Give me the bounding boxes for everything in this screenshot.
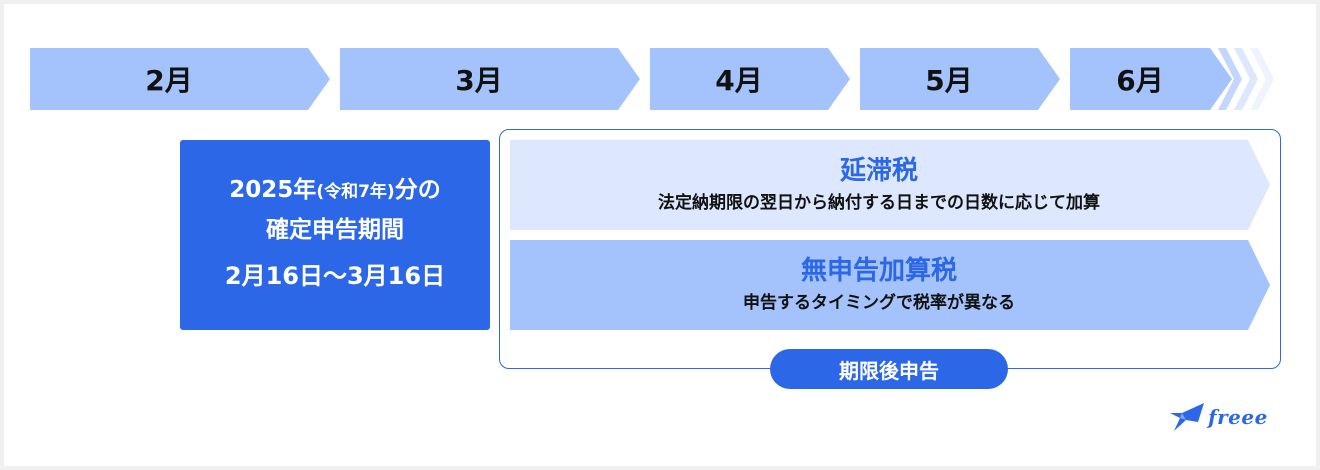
month-arrow-feb: 2月 (30, 48, 330, 110)
filing-period-title: 確定申告期間 (266, 217, 404, 243)
month-label: 2月 (145, 64, 193, 97)
continuation-chevron-icon (1218, 48, 1242, 110)
filing-year: 2025年 (229, 177, 317, 203)
month-label: 6月 (1116, 64, 1164, 97)
no-return-tax-arrow: 無申告加算税 申告するタイミングで税率が異なる (510, 240, 1270, 330)
filing-period-year-line: 2025年(令和7年)分の (229, 171, 440, 211)
filing-period-box: 2025年(令和7年)分の 確定申告期間 2月16日〜3月16日 (180, 140, 490, 330)
filing-era: (令和7年) (316, 182, 395, 202)
filing-suffix: 分の (394, 177, 441, 203)
logo-text: freee (1208, 405, 1268, 429)
month-arrow-may: 5月 (860, 48, 1060, 110)
tax-title: 無申告加算税 (800, 256, 957, 286)
month-label: 4月 (715, 64, 763, 97)
freee-logo: freee (1168, 395, 1288, 439)
tax-description: 法定納期限の翌日から納付する日までの日数に応じて加算 (658, 193, 1100, 213)
month-label: 3月 (455, 64, 503, 97)
month-label: 5月 (925, 64, 973, 97)
delinquency-tax-arrow: 延滞税 法定納期限の翌日から納付する日までの日数に応じて加算 (510, 140, 1270, 230)
tax-title: 延滞税 (839, 156, 918, 186)
month-arrow-apr: 4月 (650, 48, 850, 110)
late-filing-label: 期限後申告 (770, 349, 1008, 389)
filing-period-dates: 2月16日〜3月16日 (224, 262, 446, 290)
tax-description: 申告するタイミングで税率が異なる (743, 293, 1015, 313)
bird-logo-icon (1170, 403, 1204, 431)
month-arrow-jun: 6月 (1070, 48, 1232, 110)
continuation-chevron-icon (1250, 48, 1274, 110)
month-arrow-mar: 3月 (340, 48, 640, 110)
continuation-chevron-icon (1234, 48, 1258, 110)
